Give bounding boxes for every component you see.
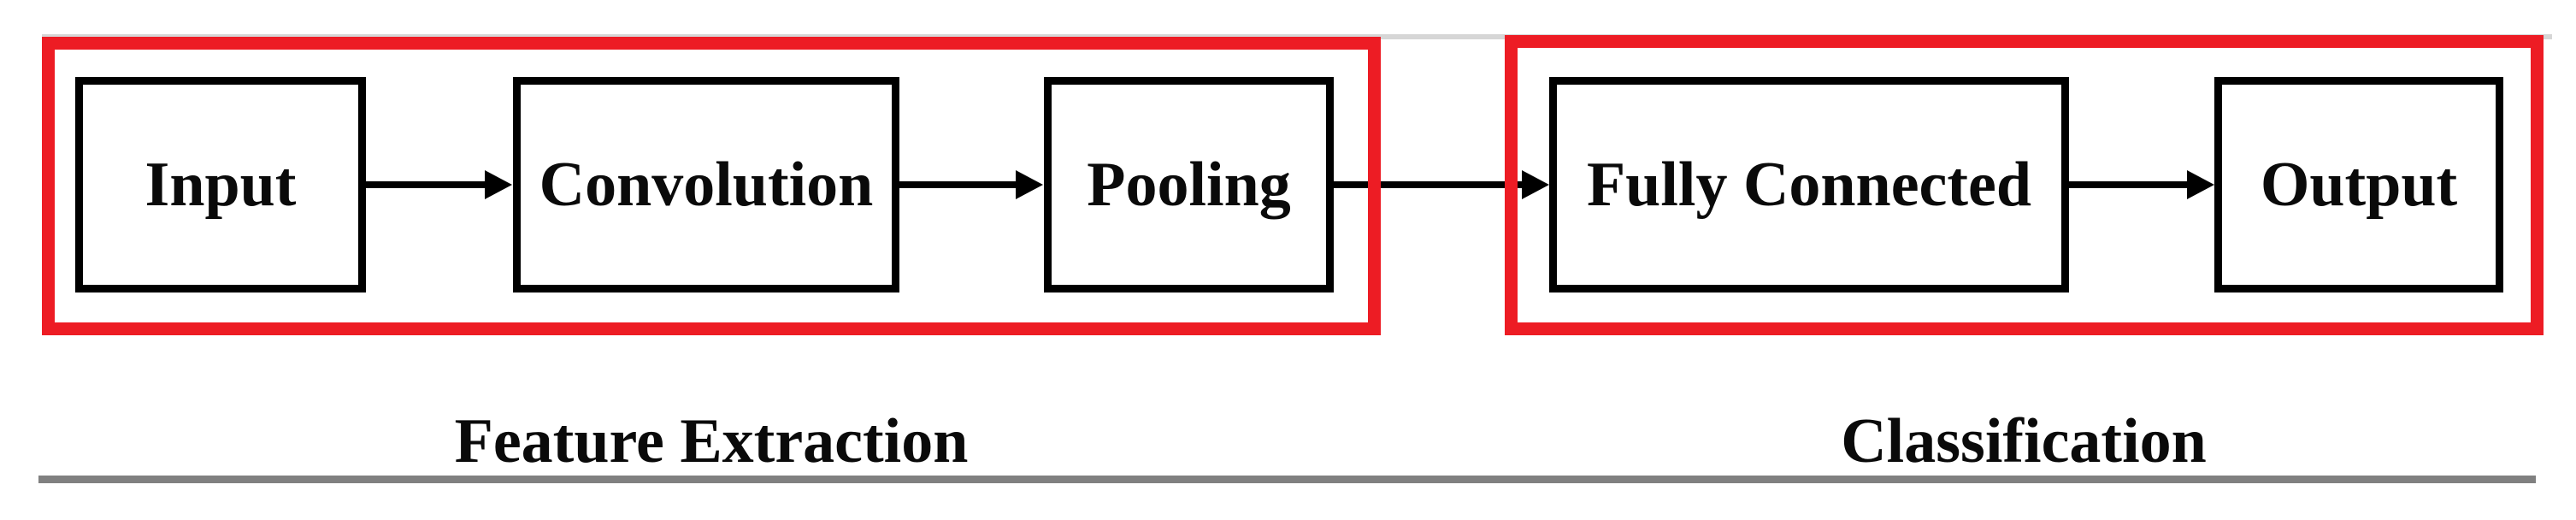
arrow-input-to-convolution	[366, 181, 486, 188]
node-output: Output	[2214, 77, 2503, 292]
figure-bottom-rule	[38, 476, 2536, 483]
node-fully-connected: Fully Connected	[1549, 77, 2069, 292]
classification-group-frame	[1505, 35, 2544, 335]
arrow-pooling-to-fully-connected	[1334, 181, 1523, 188]
arrow-convolution-to-pooling	[899, 181, 1017, 188]
node-input-label: Input	[144, 149, 297, 220]
caption-feature-extraction: Feature Extraction	[454, 406, 969, 476]
node-convolution: Convolution	[513, 77, 899, 292]
node-input: Input	[75, 77, 366, 292]
node-fully-connected-label: Fully Connected	[1586, 149, 2032, 220]
node-pooling: Pooling	[1044, 77, 1334, 292]
node-pooling-label: Pooling	[1087, 149, 1291, 220]
node-output-label: Output	[2260, 149, 2458, 220]
arrow-fully-connected-to-output	[2069, 181, 2188, 188]
node-convolution-label: Convolution	[539, 149, 874, 220]
caption-classification: Classification	[1841, 406, 2207, 476]
feature-extraction-group-frame	[42, 37, 1381, 335]
